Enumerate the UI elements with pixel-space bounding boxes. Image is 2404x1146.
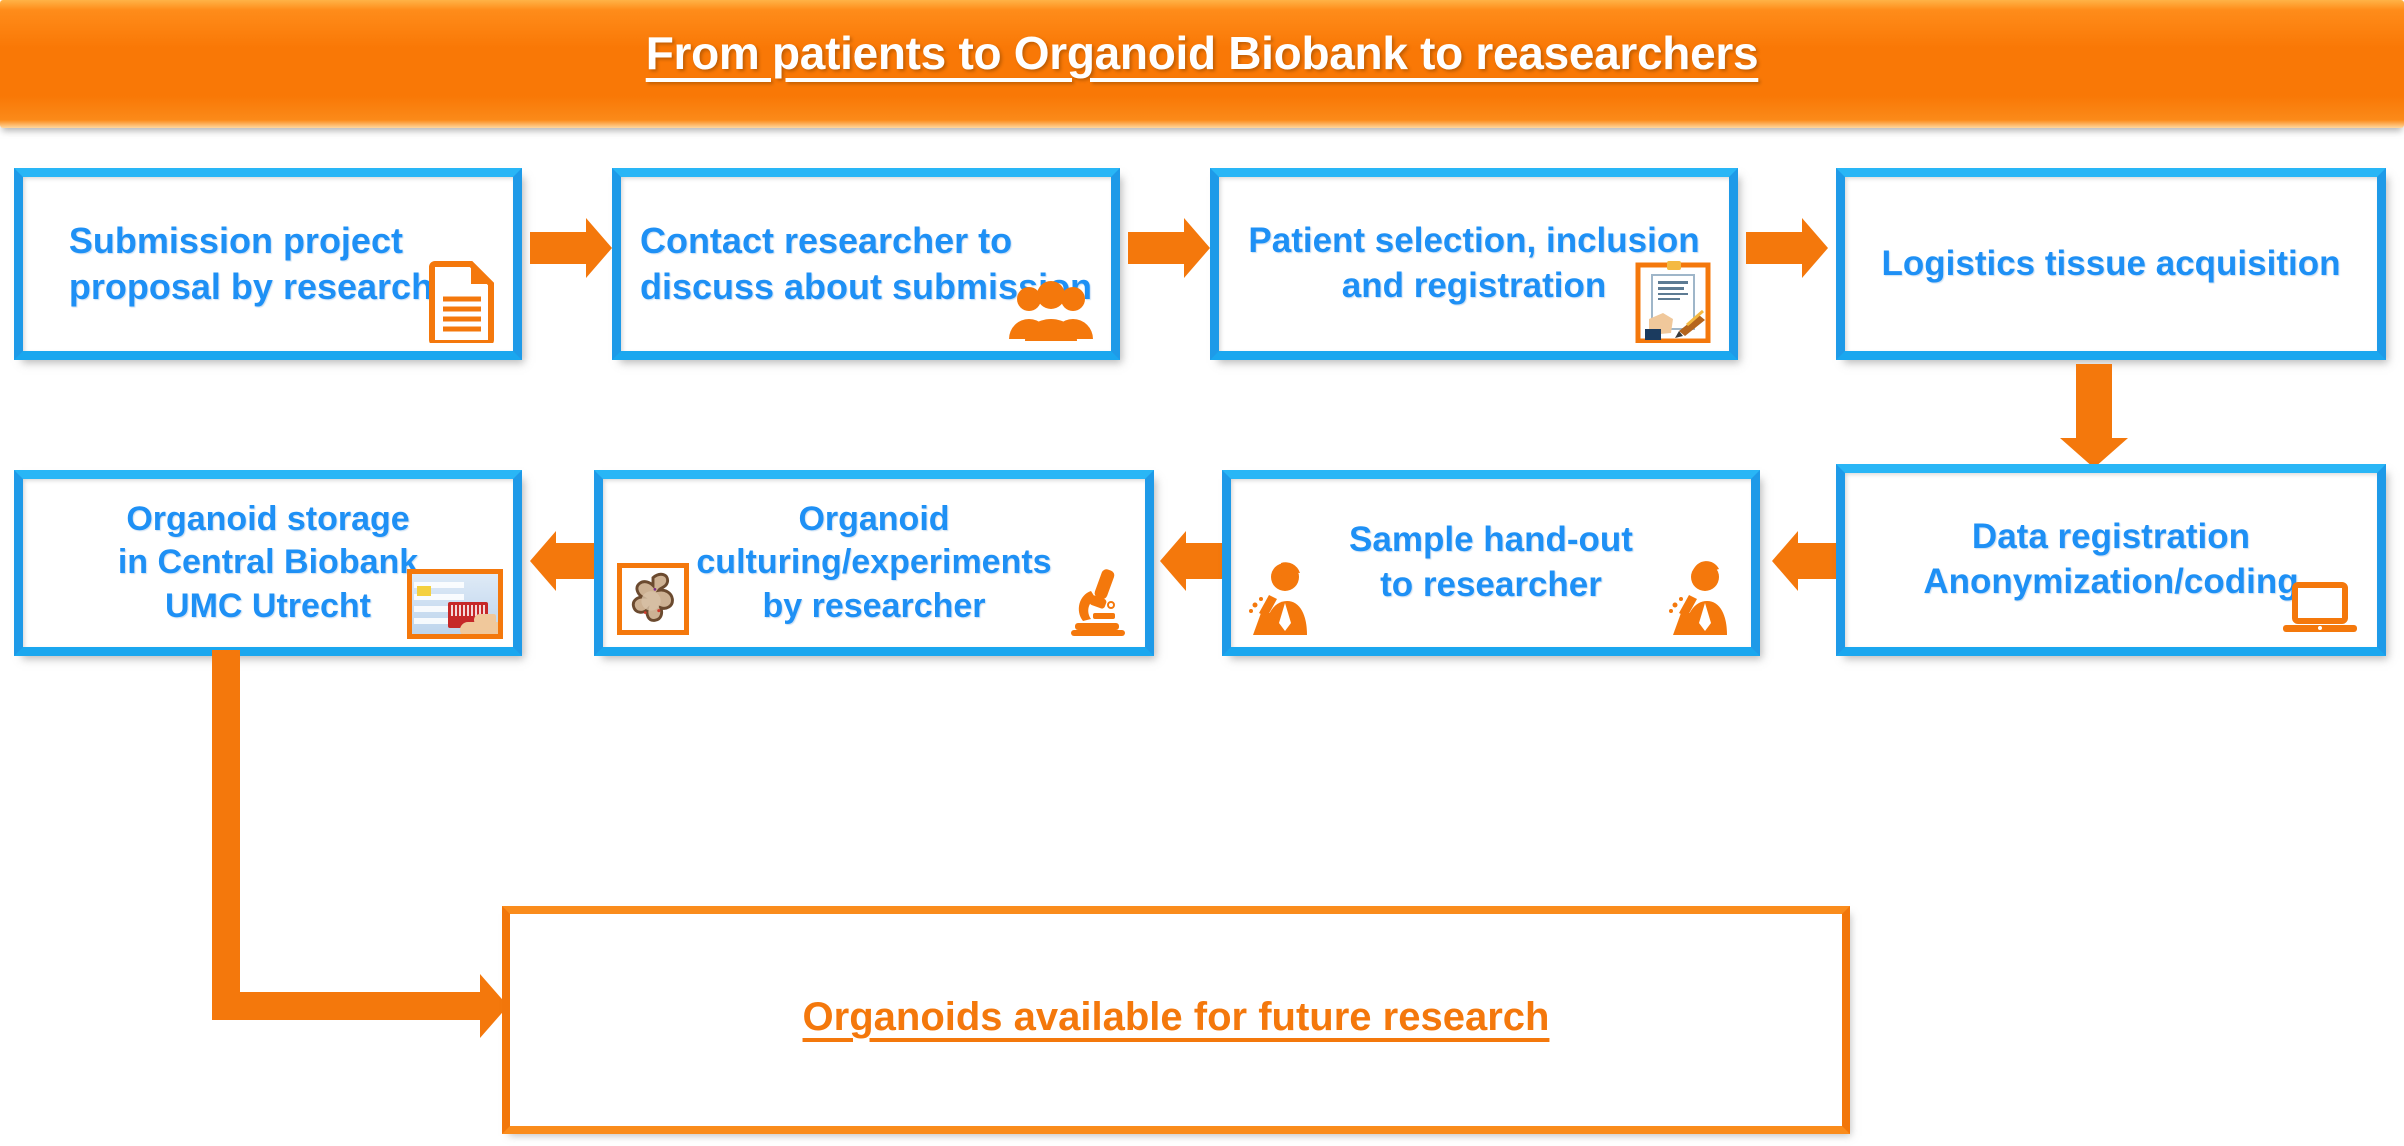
step-box-organoid-culturing[interactable]: Organoid culturing/experiments by resear… — [594, 470, 1154, 656]
step-label: Submission project proposal by researche… — [68, 219, 468, 307]
step-box-data-registration[interactable]: Data registration Anonymization/coding — [1836, 464, 2386, 656]
step-box-sample-handout[interactable]: Sample hand-out to researcher — [1222, 470, 1760, 656]
step-label: Sample hand-out to researcher — [1349, 520, 1633, 604]
arrow-step3-to-step4 — [1746, 232, 1802, 264]
step-box-inner: Sample hand-out to researcher — [1231, 479, 1751, 647]
step-box-inner: Logistics tissue acquisition — [1845, 177, 2377, 351]
page-title: From patients to Organoid Biobank to rea… — [645, 27, 1759, 79]
result-box-organoids-available[interactable]: Organoids available for future research — [502, 906, 1850, 1134]
arrow-step1-to-step2 — [530, 232, 586, 264]
connector-step8-to-result-vertical — [212, 650, 240, 1020]
organoid-image — [617, 563, 689, 635]
step-label: Organoid storage in Central Biobank UMC … — [117, 499, 419, 625]
step-box-logistics-tissue[interactable]: Logistics tissue acquisition — [1836, 168, 2386, 360]
step-label: Data registration Anonymization/coding — [1923, 517, 2299, 601]
arrow-step4-to-step5 — [2076, 364, 2112, 438]
step-box-inner: Contact researcher to discuss about subm… — [621, 177, 1111, 351]
step-box-organoid-storage[interactable]: Organoid storage in Central Biobank UMC … — [14, 470, 522, 656]
biobank-freezer-photo — [407, 569, 503, 639]
step-box-inner: Patient selection, inclusion and registr… — [1219, 177, 1729, 351]
laptop-icon — [2283, 582, 2357, 632]
result-label: Organoids available for future research — [802, 994, 1550, 1039]
step-box-inner: Submission project proposal by researche… — [23, 177, 513, 351]
document-icon — [429, 261, 494, 343]
arrow-step8-to-result — [212, 992, 480, 1020]
step-label: Organoid culturing/experiments by resear… — [696, 499, 1052, 625]
scientist-icon — [1669, 561, 1727, 635]
header-banner: From patients to Organoid Biobank to rea… — [0, 0, 2404, 128]
microscope-icon — [1071, 569, 1125, 636]
people-group-icon — [1009, 281, 1093, 341]
step-label: Logistics tissue acquisition — [1881, 243, 2341, 283]
step-box-inner: Data registration Anonymization/coding — [1845, 473, 2377, 647]
step-box-inner: Organoid culturing/experiments by resear… — [603, 479, 1145, 647]
step-box-submission-project[interactable]: Submission project proposal by researche… — [14, 168, 522, 360]
informed-consent-icon — [1635, 261, 1711, 343]
step-box-inner: Organoid storage in Central Biobank UMC … — [23, 479, 513, 647]
scientist-icon — [1249, 562, 1307, 635]
step-label: Patient selection, inclusion and registr… — [1248, 221, 1700, 305]
arrow-step2-to-step3 — [1128, 232, 1184, 264]
step-box-patient-selection[interactable]: Patient selection, inclusion and registr… — [1210, 168, 1738, 360]
step-box-contact-researcher[interactable]: Contact researcher to discuss about subm… — [612, 168, 1120, 360]
